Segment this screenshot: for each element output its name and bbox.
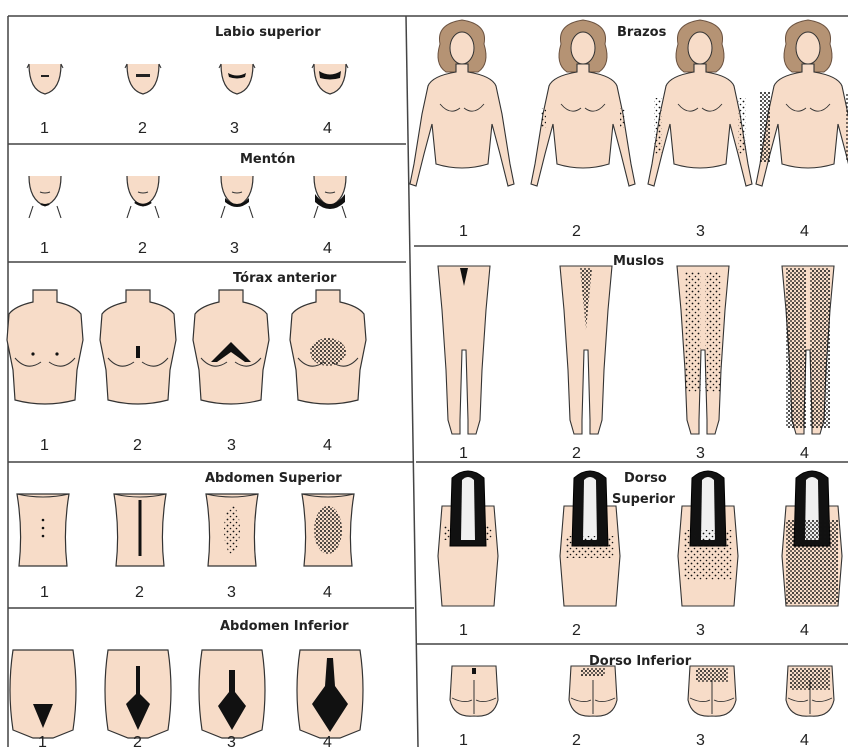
thighs-figure-1 <box>438 266 490 434</box>
score-lip-2: 2 <box>138 120 147 137</box>
chest-figure-3 <box>193 290 269 404</box>
score-upper-back-2: 2 <box>572 622 581 639</box>
score-upper-abdomen-3: 3 <box>227 584 236 601</box>
score-chin-2: 2 <box>138 240 147 257</box>
title-dorso-superior-line2: Superior <box>612 492 676 507</box>
lip-figure-3 <box>219 64 255 94</box>
section-muslos: Muslos 1 2 3 4 <box>438 254 834 462</box>
score-thighs-1: 1 <box>459 445 468 462</box>
score-lower-back-4: 4 <box>800 732 809 747</box>
upper-abdomen-figure-4 <box>302 494 354 566</box>
arms-figure-2 <box>531 20 635 186</box>
score-lower-abdomen-1: 1 <box>38 734 47 747</box>
score-upper-back-4: 4 <box>800 622 809 639</box>
score-chest-3: 3 <box>227 437 236 454</box>
section-torax-anterior: Tórax anterior 1 2 3 4 <box>7 271 366 454</box>
score-upper-back-1: 1 <box>459 622 468 639</box>
thighs-figure-3 <box>677 266 729 434</box>
section-menton: Mentón 1 2 3 4 <box>29 152 346 257</box>
lower-abdomen-figure-3 <box>199 650 265 738</box>
thighs-figure-4 <box>782 266 834 434</box>
score-lower-abdomen-2: 2 <box>133 734 142 747</box>
score-lower-back-1: 1 <box>459 732 468 747</box>
score-lower-abdomen-3: 3 <box>227 734 236 747</box>
lower-back-figure-1 <box>450 666 498 716</box>
score-chin-3: 3 <box>230 240 239 257</box>
score-arms-1: 1 <box>459 223 468 240</box>
lip-figure-1 <box>27 64 63 94</box>
upper-abdomen-figure-1 <box>17 494 69 566</box>
score-upper-abdomen-1: 1 <box>40 584 49 601</box>
lower-back-figure-2 <box>569 666 617 716</box>
frame-center-divider <box>406 16 418 747</box>
chin-figure-3 <box>221 176 253 218</box>
score-lip-4: 4 <box>323 120 332 137</box>
score-thighs-2: 2 <box>572 445 581 462</box>
score-chest-1: 1 <box>40 437 49 454</box>
chest-figure-4 <box>290 290 366 404</box>
section-abdomen-inferior: Abdomen Inferior 1 2 3 4 <box>10 619 363 747</box>
score-lip-3: 3 <box>230 120 239 137</box>
lip-figure-2 <box>125 64 161 94</box>
lower-abdomen-figure-4 <box>297 650 363 738</box>
upper-back-figure-2 <box>560 471 620 606</box>
score-arms-4: 4 <box>800 223 809 240</box>
score-thighs-4: 4 <box>800 445 809 462</box>
title-abdomen-superior: Abdomen Superior <box>205 471 342 486</box>
chin-figure-1 <box>29 176 61 218</box>
title-menton: Mentón <box>240 152 295 167</box>
lip-figure-4 <box>312 64 348 94</box>
arms-figure-1 <box>410 20 514 186</box>
score-arms-2: 2 <box>572 223 581 240</box>
chin-figure-2 <box>127 176 159 218</box>
upper-abdomen-figure-2 <box>114 494 166 566</box>
chin-figure-4 <box>314 176 346 218</box>
score-chin-4: 4 <box>323 240 332 257</box>
section-dorso-inferior: Dorso Inferior 1 2 3 4 <box>450 654 834 747</box>
chest-figure-1 <box>7 290 83 404</box>
score-chest-4: 4 <box>323 437 332 454</box>
arms-figure-4 <box>756 20 848 186</box>
title-muslos: Muslos <box>613 254 664 269</box>
upper-back-figure-4 <box>782 471 842 606</box>
upper-abdomen-figure-3 <box>206 494 258 566</box>
score-chin-1: 1 <box>40 240 49 257</box>
upper-back-figure-3 <box>678 471 738 606</box>
score-upper-abdomen-4: 4 <box>323 584 332 601</box>
lower-abdomen-figure-1 <box>10 650 76 738</box>
chest-figure-2 <box>100 290 176 404</box>
score-upper-abdomen-2: 2 <box>135 584 144 601</box>
title-labio-superior: Labio superior <box>215 25 321 40</box>
score-upper-back-3: 3 <box>696 622 705 639</box>
section-dorso-superior: Dorso Superior 1 2 3 4 <box>438 471 842 639</box>
score-lower-back-3: 3 <box>696 732 705 747</box>
score-lower-abdomen-4: 4 <box>323 734 332 747</box>
upper-back-figure-1 <box>438 471 498 606</box>
title-abdomen-inferior: Abdomen Inferior <box>220 619 349 634</box>
title-torax-anterior: Tórax anterior <box>233 271 337 286</box>
arms-figure-3 <box>648 20 752 186</box>
score-arms-3: 3 <box>696 223 705 240</box>
lower-abdomen-figure-2 <box>105 650 171 738</box>
title-brazos: Brazos <box>617 25 667 40</box>
section-abdomen-superior: Abdomen Superior 1 2 3 4 <box>17 471 354 601</box>
title-dorso-superior-line1: Dorso <box>624 471 667 486</box>
section-brazos: Brazos 1 2 3 4 <box>410 20 848 240</box>
score-chest-2: 2 <box>133 437 142 454</box>
thighs-figure-2 <box>560 266 612 434</box>
lower-back-figure-4 <box>786 666 834 716</box>
score-lower-back-2: 2 <box>572 732 581 747</box>
section-labio-superior: Labio superior 1 2 3 4 <box>27 25 348 137</box>
score-lip-1: 1 <box>40 120 49 137</box>
score-thighs-3: 3 <box>696 445 705 462</box>
lower-back-figure-3 <box>688 666 736 716</box>
